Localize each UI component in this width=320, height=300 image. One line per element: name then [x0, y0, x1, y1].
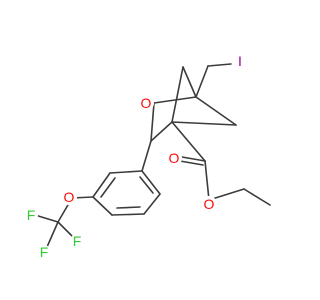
bond-cf3-fluorine-3	[46, 221, 59, 248]
bond-c1-bridge-top	[182, 66, 197, 98]
bond-c4-carbonyl-carbon	[171, 121, 206, 162]
bond-ch2-iodine	[207, 63, 232, 67]
bond-c1-bridge-right	[195, 96, 237, 126]
fluorine-1-atom-label: F	[27, 207, 36, 223]
bond-aryl-inner-1	[100, 177, 116, 198]
bond-aryl-c2-c3	[92, 172, 111, 198]
fluorine-3-label-background	[37, 245, 51, 259]
bond-c1-ch2	[195, 65, 209, 98]
carbonyl-oxygen-label-background	[166, 150, 182, 166]
bond-c3-aryl-ipso	[141, 140, 152, 172]
bond-aryl-c4-c5	[111, 213, 145, 216]
ether-oxygen-atom-label: O	[64, 189, 75, 205]
bond-ring-oxygen-c3	[150, 102, 155, 142]
bond-bridge-right-c4	[171, 121, 237, 126]
bond-carbonyl-double-a	[181, 156, 206, 162]
bond-carbonyl-ester-oxygen	[204, 160, 210, 201]
bond-aryl-c3-c4	[92, 196, 113, 216]
iodine-label-background	[233, 54, 247, 68]
bond-c1-ring-oxygen	[153, 96, 197, 104]
bond-ester-oxygen-ethyl-ch2	[208, 188, 245, 201]
iodine-atom-label: I	[238, 53, 242, 69]
bond-c3-c4	[150, 121, 173, 142]
bond-aryl-c6-ipso	[141, 170, 161, 195]
fluorine-2-label-background	[70, 234, 84, 248]
ester-oxygen-label-background	[201, 196, 217, 212]
bond-aryl-inner-2	[116, 206, 141, 209]
bond-bridge-top-c4	[171, 66, 184, 123]
bond-carbonyl-double-b	[179, 160, 204, 166]
ether-oxygen-label-background	[61, 189, 77, 205]
bond-aryl-ipso-c2	[109, 170, 143, 174]
bond-aryl-inner-3	[139, 176, 154, 194]
ring-oxygen-label-background	[138, 95, 154, 111]
fluorine-3-atom-label: F	[40, 244, 49, 260]
ester-oxygen-atom-label: O	[204, 196, 215, 212]
molecule-structure-diagram: I O O O O F F F	[24, 53, 271, 260]
fluorine-1-label-background	[24, 208, 38, 222]
carbonyl-oxygen-atom-label: O	[169, 150, 180, 166]
bond-aryl-c5-c6	[143, 193, 161, 215]
bond-cf3-fluorine-2	[57, 221, 75, 239]
fluorine-2-atom-label: F	[73, 233, 82, 249]
bond-ethyl-ch2-ch3	[243, 188, 271, 206]
bond-cf3-fluorine-1	[34, 214, 59, 223]
ring-oxygen-atom-label: O	[141, 95, 152, 111]
